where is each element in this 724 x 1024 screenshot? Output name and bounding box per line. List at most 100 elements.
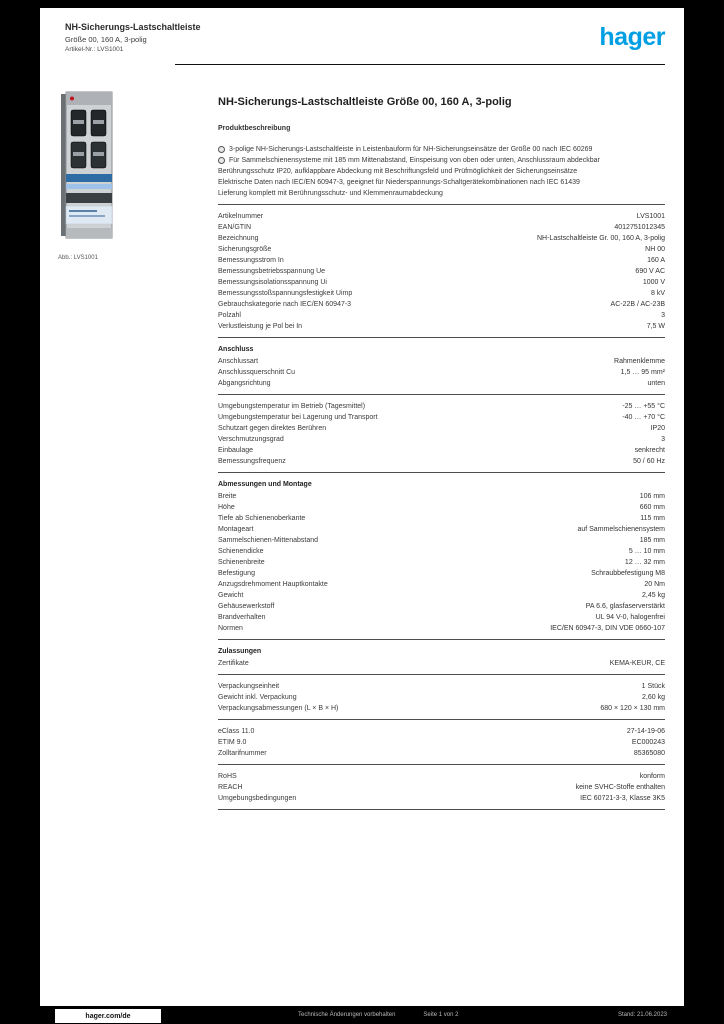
product-photo-icon [61,91,113,239]
spec-value: AC-22B / AC-23B [610,301,665,308]
spec-label: Gebrauchskategorie nach IEC/EN 60947-3 [218,301,352,308]
spec-label: Artikelnummer [218,213,264,220]
header-title: NH-Sicherungs-Lastschaltleiste [65,22,201,32]
description-line: Berührungsschutz IP20, aufklappbare Abde… [218,166,665,177]
spec-value: 3 [661,436,665,443]
spec-label: Bemessungsisolationsspannung Ui [218,279,327,286]
description-text: Lieferung komplett mit Berührungsschutz-… [218,190,443,197]
spec-value: 2,45 kg [642,592,665,599]
spec-label: Sicherungsgröße [218,246,272,253]
product-description: 3-polige NH-Sicherungs-Lastschaltleiste … [218,144,665,199]
spec-value: 7,5 W [646,323,665,330]
hager-logo: hager [599,23,665,51]
spec-value: IEC/EN 60947-3, DIN VDE 0660-107 [550,625,665,632]
spec-label: Zertifikate [218,660,249,667]
spec-label: Umgebungstemperatur bei Lagerung und Tra… [218,414,378,421]
spec-value: LVS1001 [636,213,665,220]
spec-value: 1 Stück [641,683,665,690]
spec-label: Umgebungstemperatur im Betrieb (Tagesmit… [218,403,366,410]
spec-value: auf Sammelschienensystem [577,526,665,533]
spec-value: 85365080 [633,750,665,757]
footer-center-text: Technische Änderungen vorbehalten Seite … [298,1012,458,1018]
spec-value: Rahmenklemme [614,358,665,365]
spec-row: Anzugsdrehmoment Hauptkontakte 20 Nm [218,579,665,590]
spec-value: 1,5 … 95 mm² [620,369,665,376]
page-title: NH-Sicherungs-Lastschaltleiste Größe 00,… [218,96,512,108]
spec-label: Anzugsdrehmoment Hauptkontakte [218,581,328,588]
spec-value: 27-14-19-06 [626,728,665,735]
spec-label: Abgangsrichtung [218,380,271,387]
section-divider [218,337,665,338]
description-line: Elektrische Daten nach IEC/EN 60947-3, g… [218,177,665,188]
description-text: Elektrische Daten nach IEC/EN 60947-3, g… [218,179,580,186]
header-subtitle: Größe 00, 160 A, 3-polig [65,35,147,44]
bullet-circle-icon [218,145,225,153]
spec-section-header: Abmessungen und Montage [218,481,312,488]
spec-label: Zolltarifnummer [218,750,267,757]
section-divider [218,639,665,640]
spec-value: UL 94 V-0, halogenfrei [595,614,665,621]
spec-row: Breite 106 mm [218,491,665,502]
spec-label: Breite [218,493,237,500]
spec-row: Bemessungsbetriebsspannung Ue 690 V AC [218,266,665,277]
spec-row: Bemessungsfrequenz 50 / 60 Hz [218,456,665,467]
bullet-circle-icon [218,156,225,164]
spec-value: 12 … 32 mm [624,559,665,566]
description-line: Lieferung komplett mit Berührungsschutz-… [218,188,665,199]
spec-label: Normen [218,625,243,632]
product-photo-caption: Abb.: LVS1001 [58,255,98,261]
spec-row: Umgebungstemperatur im Betrieb (Tagesmit… [218,401,665,412]
spec-row: Bemessungsisolationsspannung Ui 1000 V [218,277,665,288]
spec-value: NH-Lastschaltleiste Gr. 00, 160 A, 3-pol… [536,235,665,242]
spec-label: Einbaulage [218,447,254,454]
spec-value: 160 A [647,257,665,264]
spec-row: Gebrauchskategorie nach IEC/EN 60947-3 AC… [218,299,665,310]
spec-label: Anschlussquerschnitt Cu [218,369,296,376]
spec-value: unten [647,380,665,387]
section-subtitle: Produktbeschreibung [218,125,291,132]
spec-row: Bezeichnung NH-Lastschaltleiste Gr. 00, 1… [218,233,665,244]
spec-value: 50 / 60 Hz [633,458,665,465]
spec-section: Umgebungstemperatur im Betrieb (Tagesmit… [218,401,665,467]
spec-value: 3 [661,312,665,319]
spec-value: IEC 60721-3-3, Klasse 3K5 [580,795,665,802]
spec-value: 106 mm [639,493,665,500]
footer-page-number: Seite 1 von 2 [423,1012,459,1018]
spec-label: Umgebungsbedingungen [218,795,297,802]
spec-value: 680 × 120 × 130 mm [600,705,665,712]
spec-value: 1000 V [642,279,665,286]
spec-label: Schienendicke [218,548,264,555]
section-divider [218,394,665,395]
spec-value: 2,60 kg [642,694,665,701]
spec-value: PA 6.6, glasfaserverstärkt [585,603,665,610]
description-line: Für Sammelschienensysteme mit 185 mm Mit… [218,155,665,166]
spec-value: 690 V AC [635,268,665,275]
spec-label: Bemessungsbetriebsspannung Ue [218,268,326,275]
spec-label: Bemessungsfrequenz [218,458,286,465]
header-divider [175,64,665,65]
footer-site-link[interactable]: hager.com/de [55,1009,161,1023]
spec-value: 20 Nm [644,581,665,588]
spec-value: konform [639,773,665,780]
spec-value: keine SVHC-Stoffe enthalten [575,784,665,791]
spec-value: 8 kV [650,290,665,297]
spec-label: Bezeichnung [218,235,259,242]
